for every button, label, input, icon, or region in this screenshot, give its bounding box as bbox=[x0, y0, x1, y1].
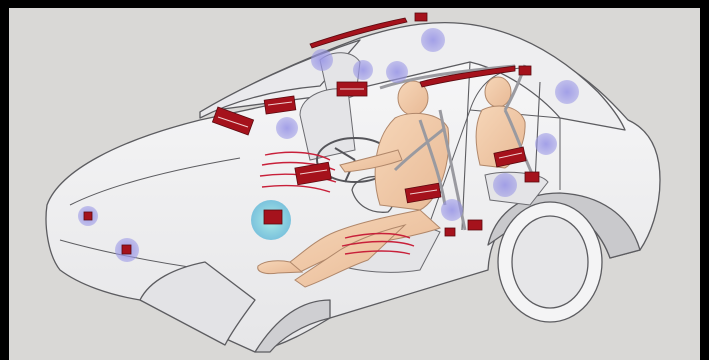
car-electronics-illustration bbox=[9, 8, 700, 360]
control-module-icon bbox=[519, 66, 531, 75]
sensor-icon bbox=[555, 80, 579, 104]
control-module-icon bbox=[525, 172, 539, 182]
control-module-icon bbox=[468, 220, 482, 230]
control-module-icon bbox=[415, 13, 427, 21]
control-module-icon bbox=[264, 210, 282, 224]
sensor-icon bbox=[493, 173, 517, 197]
sensor-icon bbox=[276, 117, 298, 139]
sensor-icon bbox=[311, 49, 333, 71]
control-module-icon bbox=[445, 228, 455, 236]
control-module-icon bbox=[84, 212, 92, 220]
sensor-icon bbox=[386, 61, 408, 83]
top-border bbox=[0, 0, 709, 8]
sensor-icon bbox=[421, 28, 445, 52]
sensor-icon bbox=[353, 60, 373, 80]
control-module-icon bbox=[122, 245, 131, 254]
diagram-canvas bbox=[9, 8, 700, 360]
sensor-icon bbox=[441, 199, 463, 221]
sensor-icon bbox=[535, 133, 557, 155]
